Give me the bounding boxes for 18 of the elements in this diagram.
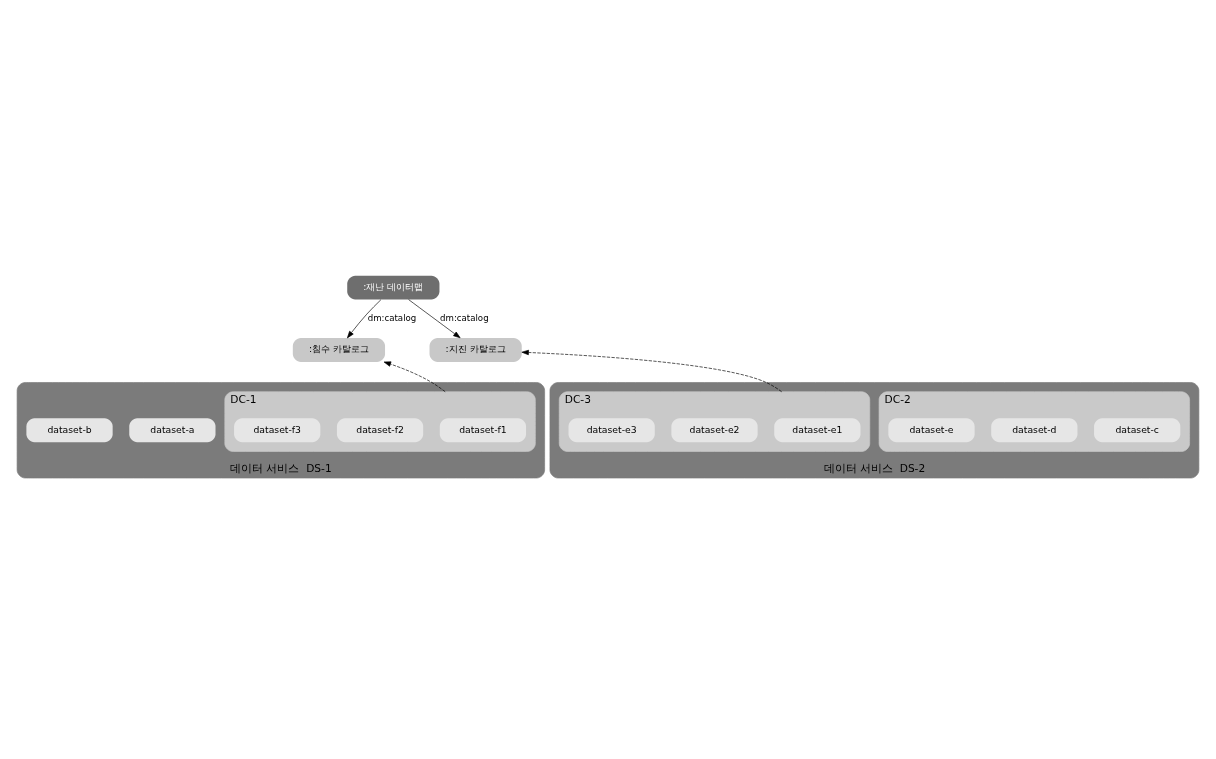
edge-label: dm:catalog xyxy=(367,313,417,324)
node-box: :지진 카탈로그 xyxy=(429,338,522,362)
node-box: dataset-d xyxy=(991,418,1078,443)
arrow xyxy=(408,299,461,339)
node-box: dataset-b xyxy=(26,418,113,443)
node-box: dataset-f1 xyxy=(439,418,527,443)
arrow xyxy=(347,299,382,339)
node-box: dataset-a xyxy=(129,418,216,443)
node-box: dataset-c xyxy=(1094,418,1181,443)
node-box: dataset-e1 xyxy=(774,418,861,443)
node-box: dataset-e xyxy=(888,418,975,443)
node-box: dataset-f2 xyxy=(336,418,424,443)
node-box: dataset-e3 xyxy=(568,418,655,443)
node-box: :재난 데이터맵 xyxy=(347,275,440,300)
node-box: dataset-f3 xyxy=(234,418,321,443)
edge-label: dm:catalog xyxy=(440,313,489,324)
node-box: dataset-e2 xyxy=(671,418,758,443)
node-box: :침수 카탈로그 xyxy=(292,338,386,362)
